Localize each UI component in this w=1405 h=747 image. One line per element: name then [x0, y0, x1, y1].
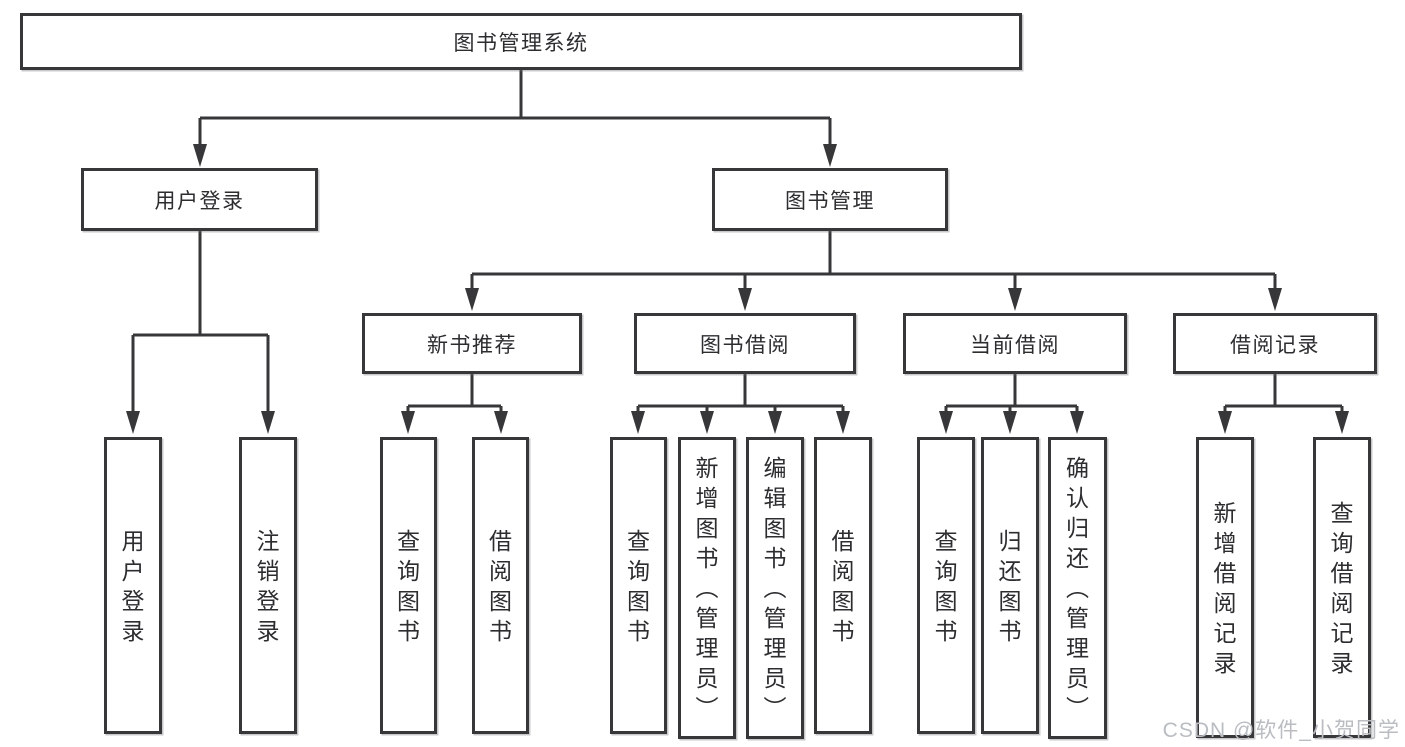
- leaf-return-books: 归还图书: [981, 437, 1039, 734]
- leaf-logout: 注销登录: [239, 437, 297, 734]
- node-label: 查询借阅记录: [1330, 499, 1354, 676]
- leaf-user-login: 用户登录: [104, 437, 162, 734]
- node-label: 当前借阅: [970, 333, 1060, 357]
- node-label: 借阅图书: [831, 527, 855, 644]
- leaf-borrow-books-recommend: 借阅图书: [472, 437, 529, 734]
- node-book-borrowing: 图书借阅: [634, 313, 856, 374]
- node-label: 图书借阅: [700, 333, 790, 357]
- leaf-edit-books-admin: 编辑图书︵管理员︶: [746, 437, 804, 739]
- leaf-query-books-borrow: 查询图书: [610, 437, 667, 734]
- leaf-add-books-admin: 新增图书︵管理员︶: [678, 437, 736, 739]
- leaf-query-books-current: 查询图书: [917, 437, 975, 734]
- node-label: 归还图书: [998, 527, 1022, 644]
- node-label: 查询图书: [627, 527, 650, 644]
- leaf-query-borrow-record: 查询借阅记录: [1313, 437, 1371, 738]
- node-label: 借阅记录: [1230, 333, 1320, 357]
- node-current-borrowing: 当前借阅: [903, 313, 1127, 374]
- node-label: 新增借阅记录: [1213, 499, 1237, 676]
- node-label: 查询图书: [934, 527, 958, 644]
- node-label: 注销登录: [256, 527, 280, 644]
- node-new-book-recommend: 新书推荐: [362, 313, 582, 374]
- arrowheads: [126, 144, 1349, 434]
- node-label: 新增图书︵管理员︶: [695, 455, 719, 721]
- csdn-watermark: CSDN @软件_小贺同学: [1162, 719, 1400, 742]
- node-label: 图书管理系统: [453, 31, 589, 55]
- leaf-query-books-recommend: 查询图书: [380, 437, 437, 734]
- node-borrowing-records: 借阅记录: [1173, 313, 1377, 374]
- node-label: 借阅图书: [489, 527, 512, 644]
- node-label: 图书管理: [785, 189, 875, 213]
- node-user-login: 用户登录: [81, 168, 318, 231]
- node-book-management-system: 图书管理系统: [20, 13, 1022, 70]
- node-label: 新书推荐: [427, 333, 517, 357]
- node-label: 用户登录: [154, 189, 245, 213]
- leaf-confirm-return-admin: 确认归还︵管理员︶: [1048, 437, 1107, 739]
- node-label: 编辑图书︵管理员︶: [763, 455, 787, 721]
- leaf-add-borrow-record: 新增借阅记录: [1196, 437, 1254, 738]
- node-book-management: 图书管理: [712, 168, 948, 231]
- node-label: 用户登录: [121, 527, 145, 644]
- node-label: 查询图书: [397, 527, 420, 644]
- node-label: 确认归还︵管理员︶: [1066, 455, 1089, 721]
- leaf-borrow-books: 借阅图书: [814, 437, 872, 734]
